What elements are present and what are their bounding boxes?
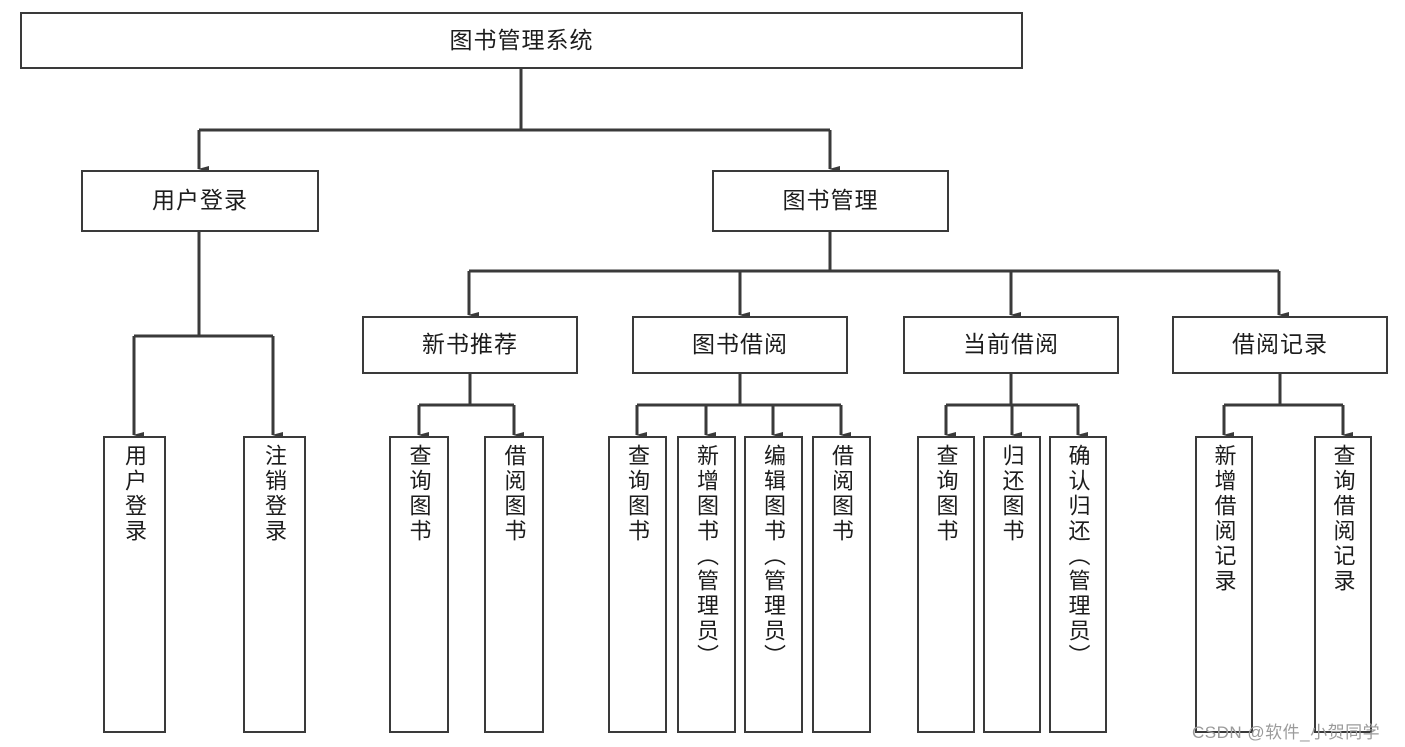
node-leaf-borrow-book-2[interactable]: 借阅图书 [812,436,871,733]
node-root-system[interactable]: 图书管理系统 [20,12,1023,69]
node-label: 新增图书（管理员） [694,444,720,669]
node-leaf-return-book[interactable]: 归还图书 [983,436,1041,733]
node-label: 查询借阅记录 [1330,444,1356,594]
node-leaf-user-login[interactable]: 用户登录 [103,436,166,733]
node-label: 确认归还（管理员） [1065,444,1091,669]
node-label: 用户登录 [122,444,148,544]
node-label: 新书推荐 [422,331,518,358]
node-label: 图书管理系统 [449,26,594,53]
connector-group [132,69,1353,438]
node-leaf-edit-book[interactable]: 编辑图书（管理员） [744,436,803,733]
node-leaf-query-book-1[interactable]: 查询图书 [389,436,449,733]
node-user-login[interactable]: 用户登录 [81,170,319,232]
node-leaf-confirm-return[interactable]: 确认归还（管理员） [1049,436,1107,733]
node-leaf-user-logout[interactable]: 注销登录 [243,436,306,733]
node-label: 图书借阅 [692,331,788,358]
node-label: 编辑图书（管理员） [761,444,787,669]
node-label: 借阅图书 [501,444,527,544]
node-current-borrow[interactable]: 当前借阅 [903,316,1119,374]
node-label: 查询图书 [933,444,959,544]
node-label: 查询图书 [406,444,432,544]
node-leaf-add-borrow-record[interactable]: 新增借阅记录 [1195,436,1253,733]
node-leaf-add-book[interactable]: 新增图书（管理员） [677,436,736,733]
node-label: 借阅记录 [1232,331,1328,358]
node-new-book-recommend[interactable]: 新书推荐 [362,316,578,374]
node-label: 归还图书 [999,444,1025,544]
node-label: 查询图书 [625,444,651,544]
node-leaf-query-book-2[interactable]: 查询图书 [608,436,667,733]
node-leaf-borrow-book-1[interactable]: 借阅图书 [484,436,544,733]
node-book-management[interactable]: 图书管理 [712,170,949,232]
node-leaf-query-borrow-record[interactable]: 查询借阅记录 [1314,436,1372,733]
node-book-borrow[interactable]: 图书借阅 [632,316,848,374]
node-label: 当前借阅 [963,331,1059,358]
node-leaf-query-book-3[interactable]: 查询图书 [917,436,975,733]
node-label: 注销登录 [262,444,288,544]
node-label: 图书管理 [782,187,879,214]
node-label: 新增借阅记录 [1211,444,1237,594]
node-label: 借阅图书 [829,444,855,544]
node-label: 用户登录 [152,187,248,214]
node-borrow-record[interactable]: 借阅记录 [1172,316,1388,374]
